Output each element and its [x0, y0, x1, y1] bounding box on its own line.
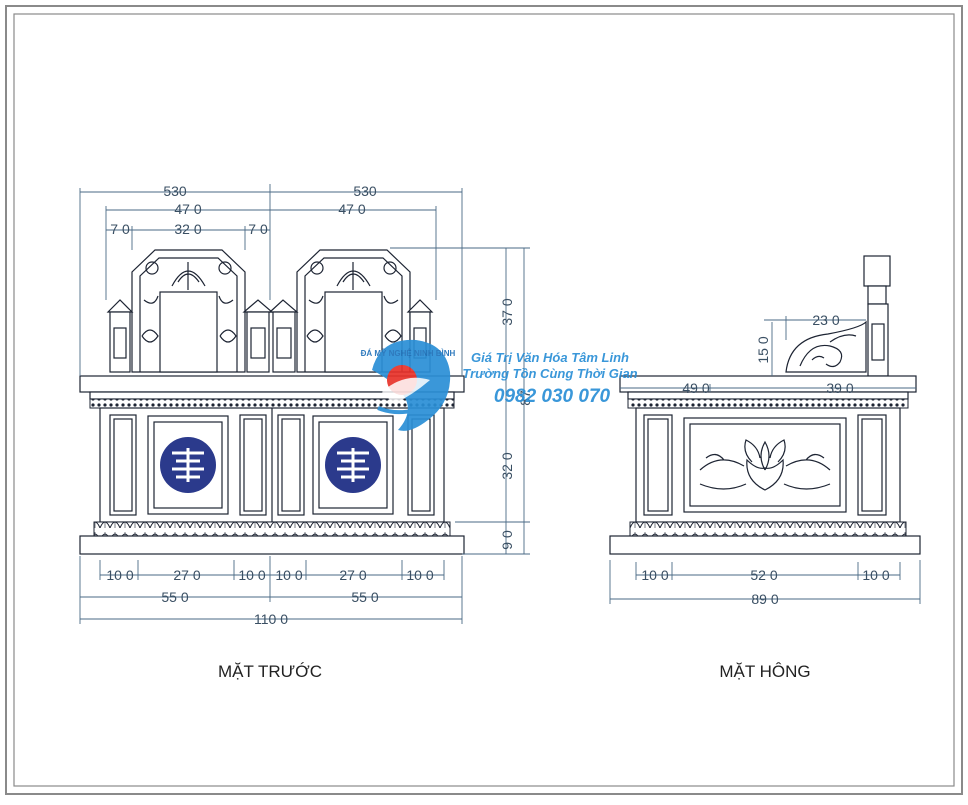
dim-b270-1: 27 0 — [173, 567, 200, 583]
dim-side-b890: 89 0 — [751, 591, 778, 607]
watermark-phone: 0982 030 070 — [494, 386, 611, 407]
dim-70-right: 7 0 — [248, 221, 268, 237]
front-base-molding — [93, 521, 451, 537]
watermark: ĐÁ MỸ NGHỆ NINH BÌNH Giá Trị Văn Hóa Tâm… — [361, 339, 638, 431]
inner-border — [13, 13, 955, 787]
lotus-icon — [744, 439, 786, 491]
side-post-top — [863, 255, 891, 287]
side-lotus-panel — [683, 417, 847, 513]
front-caption: MẶT TRƯỚC — [218, 662, 322, 681]
side-dimensions: 23 0 15 0 49 0 39 0 10 0 52 0 10 0 89 0 — [609, 312, 921, 607]
dim-b100-3: 10 0 — [275, 567, 302, 583]
dim-side-b100-1: 10 0 — [641, 567, 668, 583]
watermark-logo-text: ĐÁ MỸ NGHỆ NINH BÌNH — [361, 349, 456, 358]
outer-border — [5, 5, 963, 795]
dim-320-top: 32 0 — [174, 221, 201, 237]
side-caption: MẶT HÔNG — [719, 662, 810, 681]
front-panel-left — [147, 415, 229, 515]
dim-b100-1: 10 0 — [106, 567, 133, 583]
dim-side-230: 23 0 — [812, 312, 839, 328]
dim-320-right: 32 0 — [499, 452, 515, 479]
dim-530-right: 530 — [353, 183, 377, 199]
dim-b1100: 110 0 — [254, 611, 288, 627]
dim-530-left: 530 — [163, 183, 187, 199]
watermark-line2: Trường Tồn Cùng Thời Gian — [462, 366, 637, 381]
dim-side-490: 49 0 — [682, 380, 709, 396]
side-base — [609, 535, 921, 555]
front-base — [79, 535, 465, 555]
left-stele — [131, 249, 246, 373]
dim-b100-4: 10 0 — [406, 567, 433, 583]
side-base-molding — [629, 521, 907, 537]
dim-b550-1: 55 0 — [161, 589, 188, 605]
side-view — [609, 255, 921, 555]
dim-b270-2: 27 0 — [339, 567, 366, 583]
watermark-line1: Giá Trị Văn Hóa Tâm Linh — [471, 350, 629, 365]
dim-b550-2: 55 0 — [351, 589, 378, 605]
dim-470-right: 47 0 — [338, 201, 365, 217]
dim-87: 87 — [517, 390, 533, 406]
watermark-logo: ĐÁ MỸ NGHỆ NINH BÌNH — [361, 339, 456, 431]
front-panel-right — [312, 415, 394, 515]
dim-470-left: 47 0 — [174, 201, 201, 217]
side-top-slab — [619, 375, 917, 393]
front-view — [79, 249, 465, 555]
dim-70-left: 7 0 — [110, 221, 130, 237]
dim-side-b100-2: 10 0 — [862, 567, 889, 583]
front-dimensions: 530 530 47 0 47 0 7 0 32 0 7 0 37 0 87 3… — [79, 183, 533, 627]
dim-side-b520: 52 0 — [750, 567, 777, 583]
dim-b100-2: 10 0 — [238, 567, 265, 583]
dim-90: 9 0 — [499, 530, 515, 550]
right-stele — [296, 249, 411, 373]
dim-side-150: 15 0 — [755, 336, 771, 363]
dim-370: 37 0 — [499, 298, 515, 325]
dim-side-390: 39 0 — [826, 380, 853, 396]
